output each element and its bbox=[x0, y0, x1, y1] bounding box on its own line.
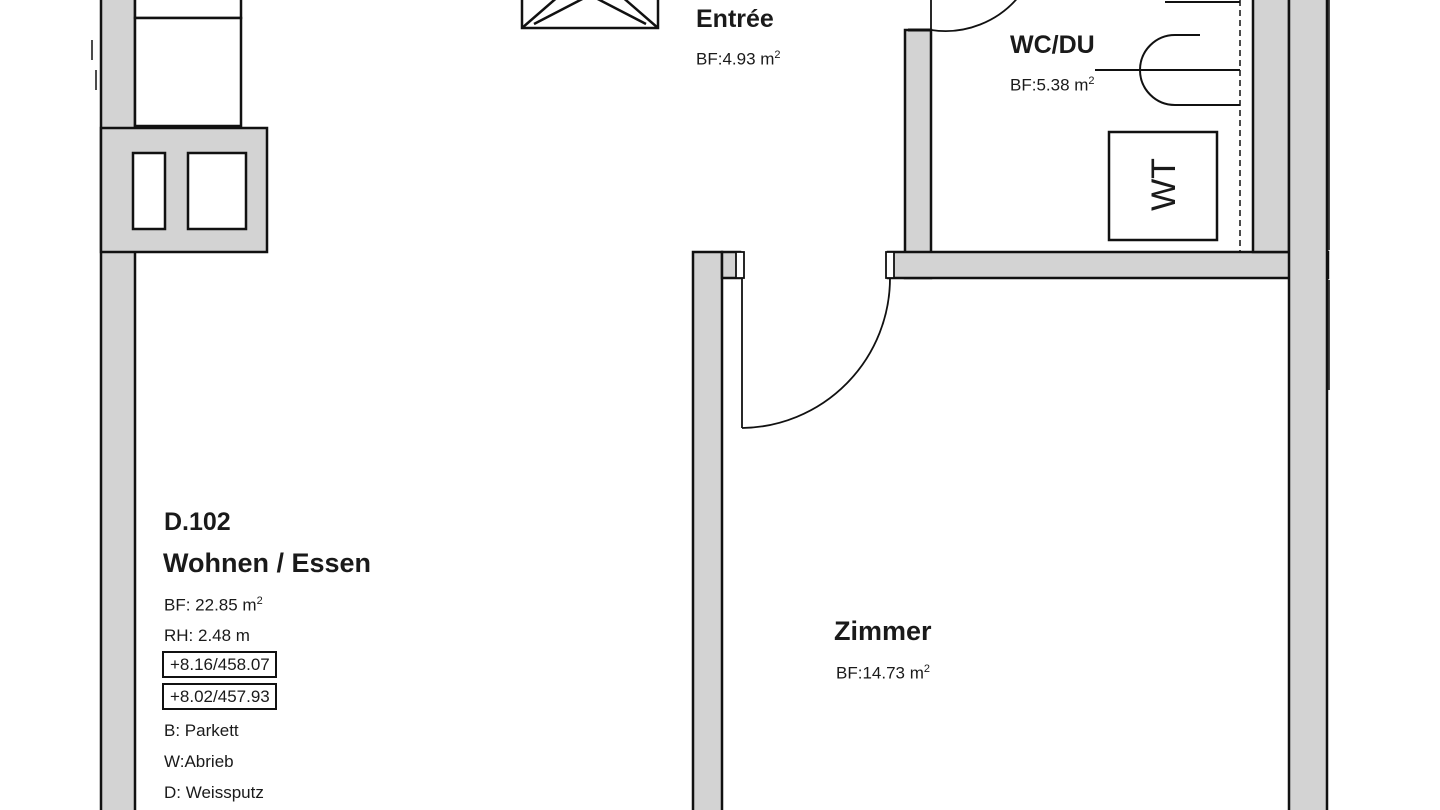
door-wc-swing bbox=[930, 0, 1017, 33]
level-box-2: +8.02/457.93 bbox=[162, 683, 277, 710]
shaft-box bbox=[520, 0, 660, 30]
wall-central-partition bbox=[691, 250, 724, 810]
wall-wc-right bbox=[1251, 0, 1291, 254]
wall-zimmer-top bbox=[886, 250, 1330, 280]
washbasin-box bbox=[1107, 130, 1219, 242]
ceiling-material: D: Weissputz bbox=[164, 783, 264, 802]
room-area-entree: BF:4.93 m2 bbox=[696, 49, 781, 69]
room-height-living: RH: 2.48 m bbox=[164, 626, 250, 645]
room-id-living: D.102 bbox=[164, 508, 231, 536]
room-name-living: Wohnen / Essen bbox=[163, 548, 372, 578]
kitchen-counter-upper bbox=[133, 0, 243, 20]
room-area-living: BF: 22.85 m2 bbox=[164, 595, 263, 615]
cabinet-large bbox=[186, 151, 248, 231]
floor-material: B: Parkett bbox=[164, 721, 239, 740]
washbasin-label: WT bbox=[1144, 158, 1183, 211]
room-area-zimmer: BF:14.73 m2 bbox=[836, 663, 930, 683]
wall-right-exterior bbox=[1287, 0, 1329, 810]
room-name-wc: WC/DU bbox=[1010, 31, 1095, 59]
wall-left-exterior bbox=[99, 0, 137, 810]
room-area-wc: BF:5.38 m2 bbox=[1010, 75, 1095, 95]
room-name-zimmer: Zimmer bbox=[834, 616, 932, 646]
cabinet-small bbox=[131, 151, 167, 231]
level-box-1: +8.16/458.07 bbox=[162, 651, 277, 678]
wall-entree-wc bbox=[903, 28, 933, 280]
kitchen-counter-lower bbox=[133, 16, 243, 128]
room-name-entree: Entrée bbox=[696, 5, 774, 33]
wall-material: W:Abrieb bbox=[164, 752, 234, 771]
door-zimmer-swing bbox=[741, 277, 891, 429]
